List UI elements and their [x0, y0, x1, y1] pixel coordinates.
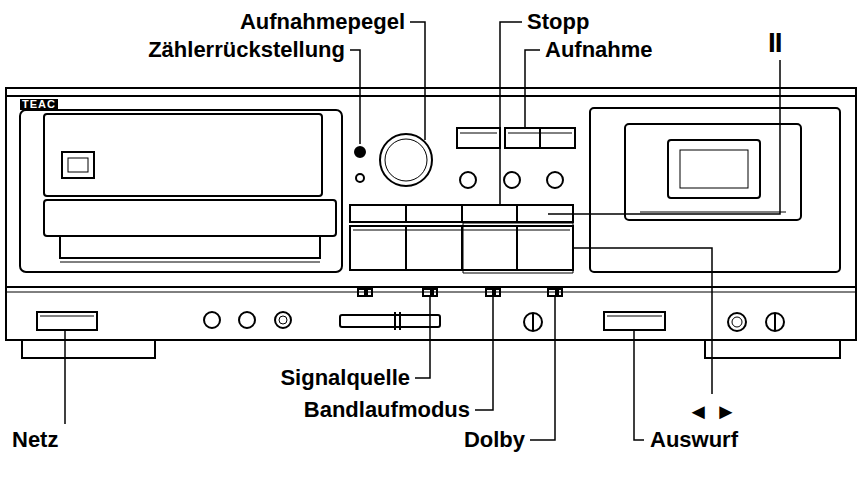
callout-label: Aufnahme	[545, 39, 653, 61]
callout-label: Bandlaufmodus	[304, 399, 470, 421]
callout-label: Aufnahmepegel	[240, 11, 405, 33]
pause-symbol: II	[768, 29, 782, 57]
callout-label: Stopp	[527, 11, 589, 33]
arrow-symbols: ◄ ►	[687, 401, 737, 423]
brand-logo: TEAC	[20, 99, 58, 110]
callout-label: Auswurf	[650, 429, 738, 451]
callout-label: Signalquelle	[280, 367, 410, 389]
callout-label: Netz	[12, 429, 58, 451]
callout-label: Dolby	[464, 429, 525, 451]
callout-label: Zählerrückstellung	[148, 39, 345, 61]
